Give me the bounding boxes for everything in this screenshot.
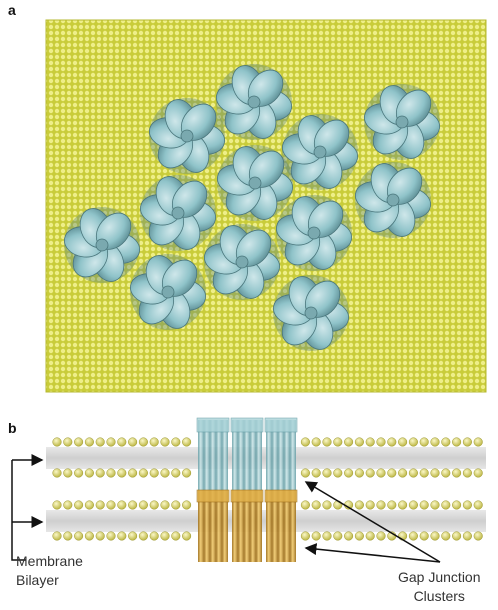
connexon-rosette (130, 254, 206, 330)
connexon-rosette (64, 207, 140, 283)
gap-junction-channel (196, 417, 230, 562)
gap-junction-channels (196, 417, 298, 562)
panel-a-membrane-view (45, 19, 487, 393)
gap-junction-channel (264, 417, 298, 562)
membrane-bilayer-caption: Membrane Bilayer (16, 552, 83, 590)
panel-b-label: b (8, 420, 17, 436)
connexon-rosette (282, 114, 358, 190)
connexon-rosette (273, 275, 349, 351)
gap-junction-caption: Gap Junction Clusters (398, 568, 481, 606)
connexon-rosette (204, 224, 280, 300)
membrane-caption-line2: Bilayer (16, 572, 59, 588)
gap-caption-line1: Gap Junction (398, 569, 481, 585)
connexon-rosette (140, 175, 216, 251)
connexon-rosette (276, 195, 352, 271)
gap-caption-line2: Clusters (413, 588, 465, 604)
panel-a-label: a (8, 2, 16, 18)
membrane-bracket (11, 454, 44, 561)
gap-junction-channel (230, 417, 264, 562)
gap-junction-arrows (304, 481, 441, 563)
connexon-rosette (216, 64, 292, 140)
connexon-rosette (217, 145, 293, 221)
connexon-rosette (355, 162, 431, 238)
membrane-caption-line1: Membrane (16, 553, 83, 569)
connexon-rosette (149, 98, 225, 174)
panel-b-cross-section (11, 417, 486, 563)
connexon-rosette (364, 84, 440, 160)
gap-junction-plaque (64, 64, 440, 351)
